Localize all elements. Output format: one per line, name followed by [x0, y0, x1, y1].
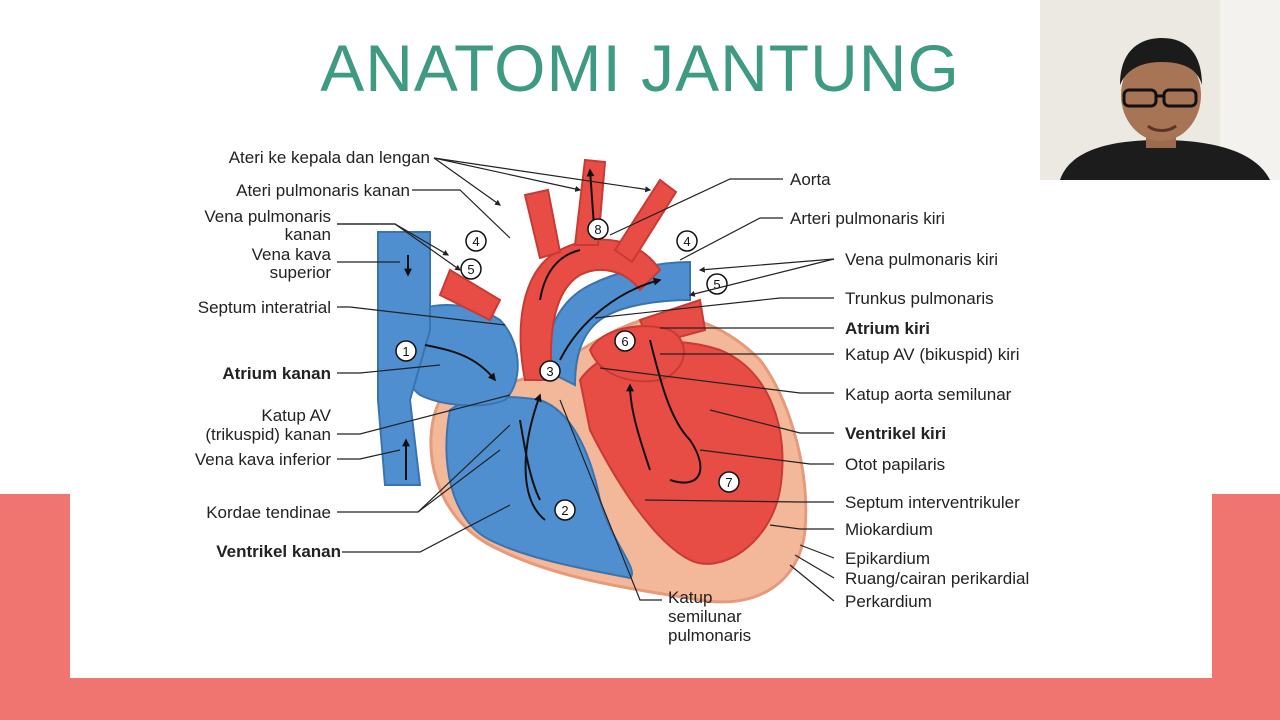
right-pulmonary-veins — [438, 268, 502, 322]
label-katup-av-kanan-2: (trikuspid) kanan — [205, 425, 331, 444]
label-vena-pulm-kanan-1: Vena pulmonaris — [204, 207, 331, 226]
label-arteri-kepala: Ateri ke kepala dan lengan — [229, 148, 430, 167]
svg-text:7: 7 — [725, 475, 732, 490]
svg-text:5: 5 — [713, 277, 720, 292]
label-perkardium: Perkardium — [845, 592, 932, 611]
label-katup-aorta: Katup aorta semilunar — [845, 385, 1012, 404]
label-katup-pulm-2: semilunar — [668, 607, 742, 626]
flow-arrow — [539, 249, 581, 301]
flow-arrow — [649, 339, 702, 484]
label-katup-pulm-1: Katup — [668, 588, 712, 607]
label-katup-pulm-3: pulmonaris — [668, 626, 751, 645]
label-atrium-kiri: Atrium kiri — [845, 319, 930, 338]
label-vena-kava-sup-2: superior — [270, 263, 332, 282]
marker-3: 3 — [539, 360, 561, 382]
label-aorta: Aorta — [790, 170, 831, 189]
presenter-video — [1040, 0, 1280, 180]
flow-arrow — [519, 419, 541, 501]
label-atrium-kanan: Atrium kanan — [222, 364, 331, 383]
marker-5-right: 5 — [460, 258, 482, 280]
label-septum-interventrikuler: Septum interventrikuler — [845, 493, 1020, 512]
label-ventrikel-kiri: Ventrikel kiri — [845, 424, 946, 443]
svg-text:4: 4 — [683, 234, 690, 249]
aorta — [519, 238, 662, 381]
label-epikardium: Epikardium — [845, 549, 930, 568]
svg-text:8: 8 — [594, 222, 601, 237]
label-ruang-perikardial: Ruang/cairan perikardial — [845, 569, 1029, 588]
label-vena-kava-sup-1: Vena kava — [252, 245, 332, 264]
label-katup-av-kanan-1: Katup AV — [261, 406, 331, 425]
label-trunkus: Trunkus pulmonaris — [845, 289, 994, 308]
flow-arrow — [424, 344, 497, 382]
marker-6: 6 — [614, 330, 636, 352]
label-arteri-pulm-kanan: Ateri pulmonaris kanan — [236, 181, 410, 200]
label-septum-interatrial: Septum interatrial — [198, 298, 331, 317]
flow-arrow — [524, 393, 546, 521]
leader-lines — [337, 157, 652, 553]
leader-lines-right — [559, 178, 835, 602]
pulmonary-trunk — [543, 260, 691, 387]
flow-arrow — [626, 383, 651, 471]
label-ventrikel-kanan: Ventrikel kanan — [216, 542, 341, 561]
svg-text:6: 6 — [621, 334, 628, 349]
left-atrium — [588, 325, 685, 383]
svg-text:1: 1 — [402, 344, 409, 359]
label-kordae: Kordae tendinae — [206, 503, 331, 522]
marker-7: 7 — [718, 471, 740, 493]
webcam-overlay — [1040, 0, 1280, 180]
svg-text:4: 4 — [472, 234, 479, 249]
marker-1: 1 — [395, 340, 417, 362]
marker-5-left: 5 — [706, 273, 728, 295]
label-vena-pulm-kiri: Vena pulmonaris kiri — [845, 250, 998, 269]
label-miokardium: Miokardium — [845, 520, 933, 539]
flow-arrow — [559, 277, 662, 361]
label-vena-pulm-kanan-2: kanan — [285, 225, 331, 244]
aorta-branch-3 — [613, 178, 678, 264]
marker-2: 2 — [554, 499, 576, 521]
label-arteri-pulm-kiri: Arteri pulmonaris kiri — [790, 209, 945, 228]
label-vena-kava-inf: Vena kava inferior — [195, 450, 331, 469]
svg-text:3: 3 — [546, 364, 553, 379]
slide-title: ANATOMI JANTUNG — [320, 31, 960, 105]
svg-text:2: 2 — [561, 503, 568, 518]
label-otot-papilaris: Otot papilaris — [845, 455, 945, 474]
aorta-branch-1 — [523, 188, 562, 260]
svg-text:5: 5 — [467, 262, 474, 277]
marker-8: 8 — [587, 218, 609, 240]
label-katup-av-kiri: Katup AV (bikuspid) kiri — [845, 345, 1019, 364]
marker-4-right: 4 — [465, 230, 487, 252]
marker-4-left: 4 — [676, 230, 698, 252]
